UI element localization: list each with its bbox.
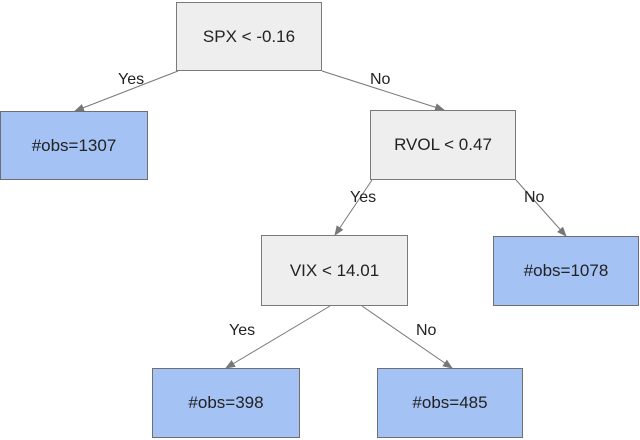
edge-rvol-to-leaf-1078 (515, 179, 567, 237)
leaf-obs-1078-label: #obs=1078 (523, 261, 609, 280)
node-rvol: RVOL < 0.47 (370, 110, 516, 180)
leaf-obs-1307: #obs=1307 (0, 111, 148, 180)
node-vix-label: VIX < 14.01 (289, 260, 380, 280)
edge-label-rvol-no: No (524, 189, 545, 206)
edge-label-root-yes: Yes (118, 71, 145, 88)
edge-rvol-to-vix (334, 179, 373, 236)
node-spx: SPX < -0.16 (176, 2, 322, 71)
edge-vix-to-leaf-485 (361, 305, 453, 369)
leaf-obs-485: #obs=485 (377, 368, 523, 438)
leaf-obs-1078: #obs=1078 (493, 236, 639, 306)
leaf-obs-398: #obs=398 (152, 368, 300, 438)
edge-label-root-no: No (370, 71, 391, 88)
node-rvol-label: RVOL < 0.47 (394, 135, 492, 154)
leaf-obs-1307-label: #obs=1307 (31, 135, 117, 155)
edge-vix-to-leaf-398 (225, 305, 331, 369)
node-vix: VIX < 14.01 (261, 235, 408, 306)
leaf-obs-485-label: #obs=485 (412, 393, 488, 412)
leaf-obs-398-label: #obs=398 (188, 393, 264, 412)
edge-label-vix-yes: Yes (229, 322, 256, 339)
edge-label-rvol-yes: Yes (350, 189, 377, 206)
node-spx-label: SPX < -0.16 (202, 26, 296, 46)
edge-root-to-leaf-1307 (74, 70, 179, 112)
edge-label-vix-no: No (416, 322, 437, 339)
edge-root-to-rvol (321, 70, 445, 112)
